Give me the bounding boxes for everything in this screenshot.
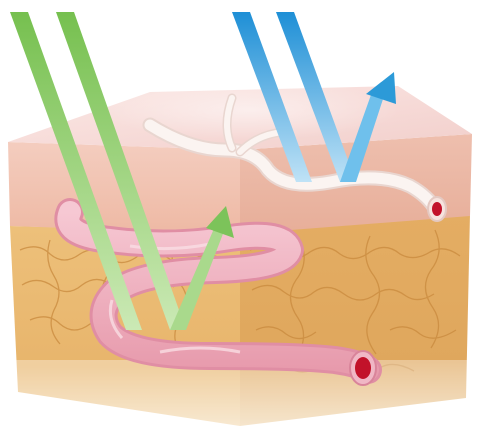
skin-diagram	[0, 0, 479, 446]
